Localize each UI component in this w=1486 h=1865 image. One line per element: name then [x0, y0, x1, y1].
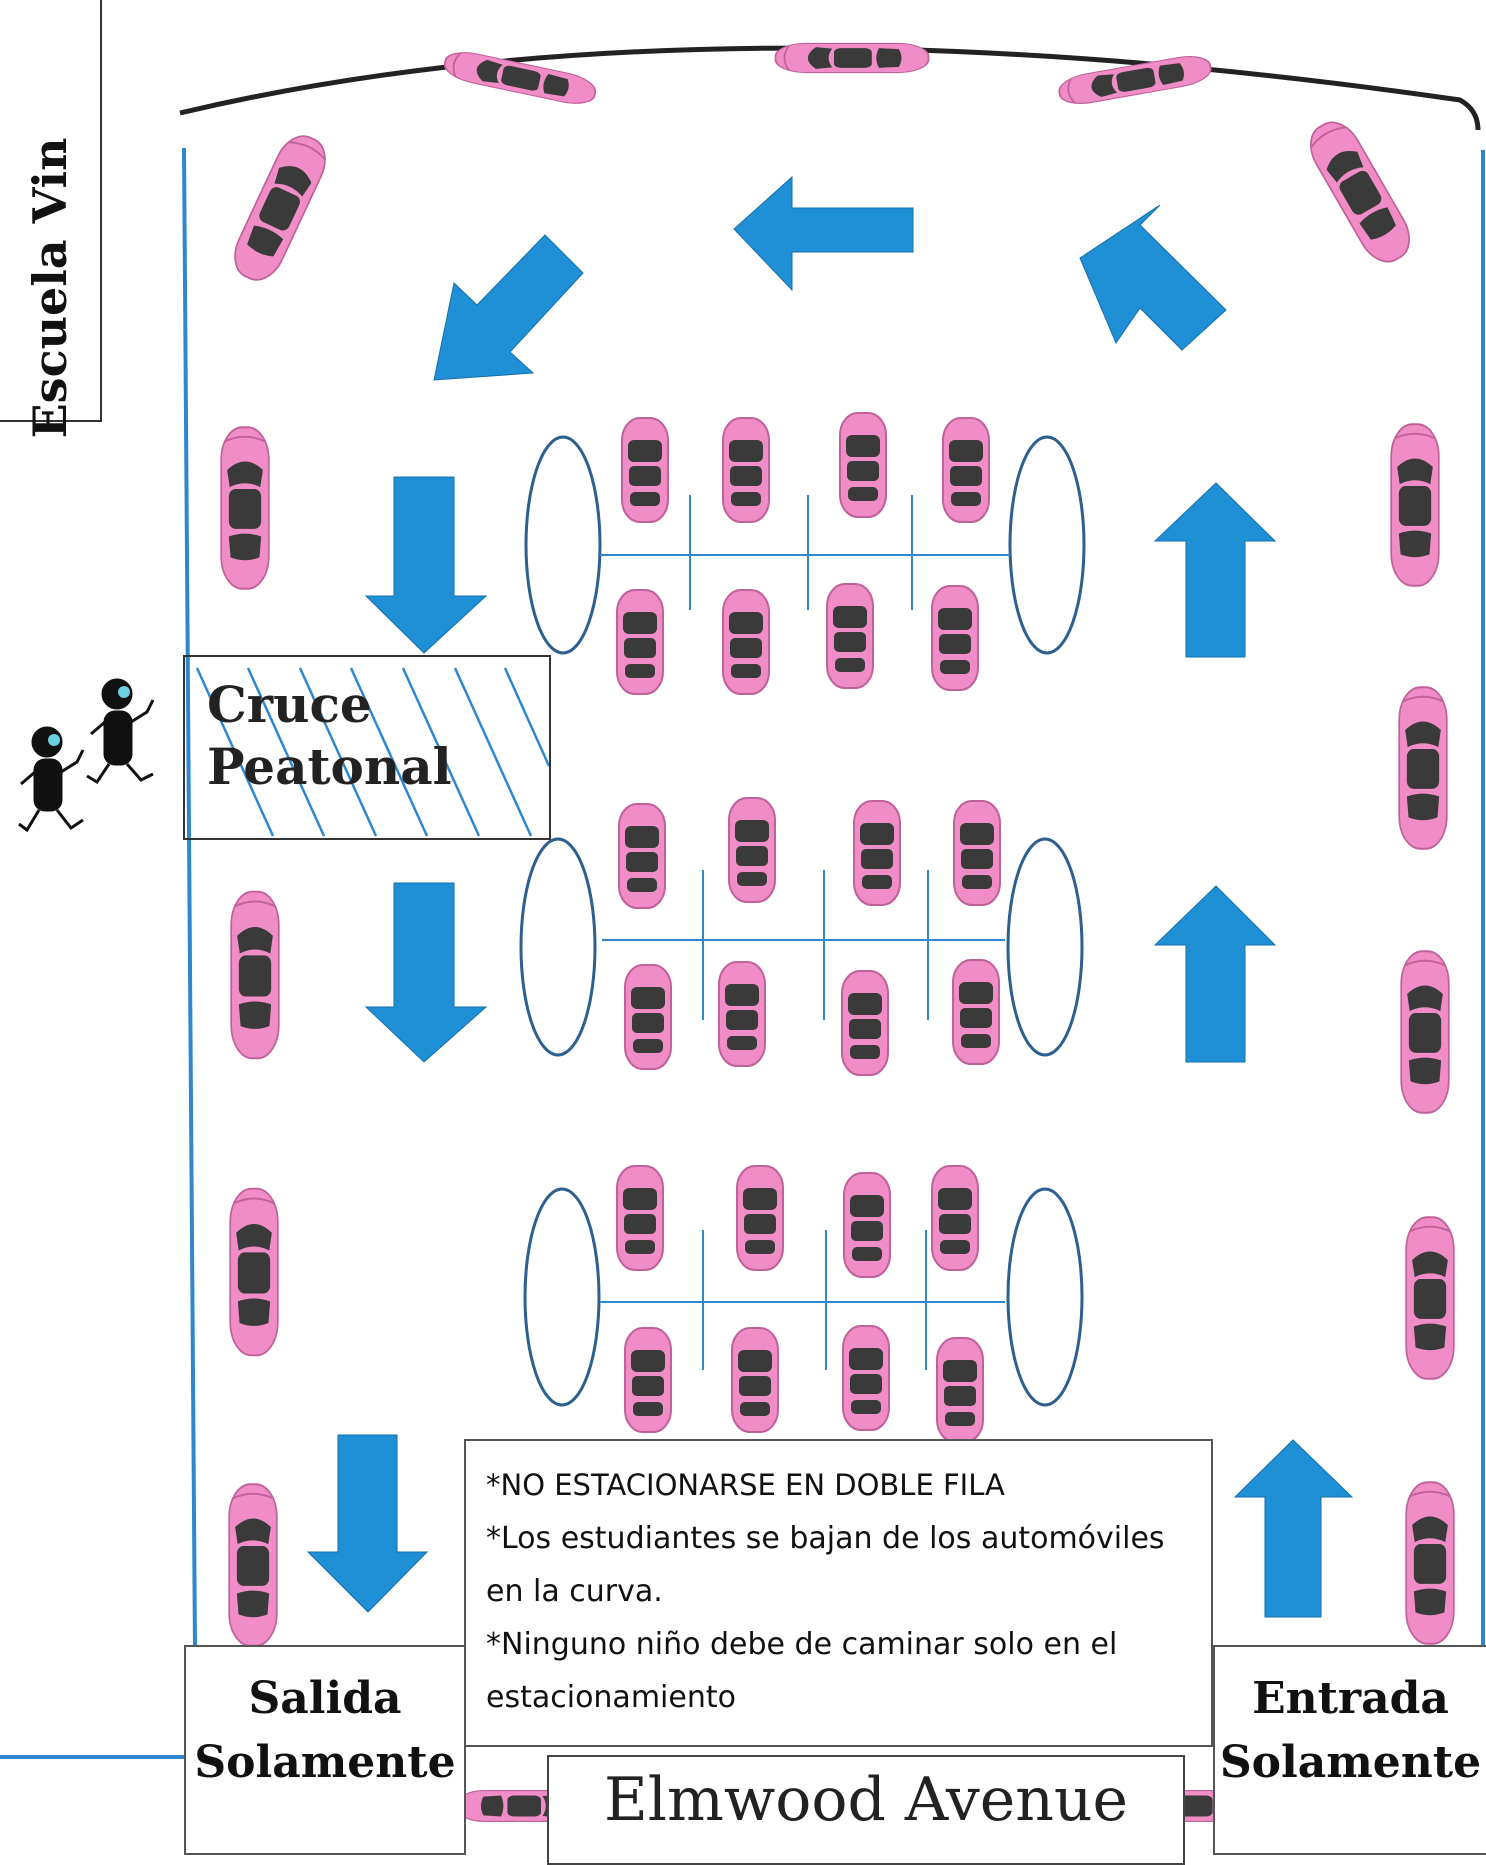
rule-drop-off-line2: en la curva. [486, 1574, 663, 1609]
crosswalk-sign: Cruce Peatonal [183, 655, 551, 840]
car-top-2 [774, 42, 930, 74]
street-name: Elmwood Avenue [603, 1765, 1129, 1835]
arrow-up-2 [1153, 885, 1277, 1063]
car-right-1 [1390, 423, 1440, 587]
arrow-diagonal-up-left [1079, 204, 1227, 351]
rule-no-walking-alone-line2: estacionamiento [486, 1680, 736, 1715]
entrance-label-line2: Solamente [1219, 1737, 1482, 1788]
street-sign: Elmwood Avenue [547, 1755, 1185, 1865]
car-right-3 [1400, 950, 1450, 1114]
arrow-down-1 [364, 476, 488, 654]
rule-no-walking-alone-line1: *Ninguno niño debe de caminar solo en el [486, 1627, 1118, 1662]
rules-notice: *NO ESTACIONARSE EN DOBLE FILA *Los estu… [464, 1439, 1213, 1747]
school-label: Escuela Vin [23, 137, 77, 439]
car-left-4 [228, 1483, 278, 1647]
car-left-2 [230, 890, 280, 1060]
car-right-2 [1398, 686, 1448, 850]
entrance-label-line1: Entrada [1252, 1673, 1449, 1724]
arrow-down-3 [306, 1434, 429, 1613]
parking-island-1 [524, 412, 1086, 695]
car-right-4 [1405, 1216, 1455, 1380]
parking-island-3 [523, 1165, 1084, 1443]
car-left-1 [220, 426, 270, 590]
curb-curve [179, 45, 1481, 131]
walking-child-icon [18, 726, 85, 833]
car-top-right [1300, 112, 1420, 272]
car-top-left [225, 127, 335, 289]
crosswalk-stripes [195, 667, 551, 837]
rule-no-double-parking: *NO ESTACIONARSE EN DOBLE FILA [486, 1468, 1005, 1502]
parking-island-2 [519, 797, 1084, 1076]
crosswalk-label-line1: Cruce [207, 675, 372, 734]
arrow-down-2 [364, 882, 488, 1063]
school-building: Escuela Vin [0, 0, 102, 438]
lot-left-border [182, 147, 197, 1651]
arrow-up-1 [1153, 482, 1277, 658]
arrow-top-left [733, 175, 914, 292]
arrow-up-3 [1233, 1439, 1354, 1618]
crosswalk-label-line2: Peatonal [207, 737, 452, 796]
car-left-3 [229, 1187, 279, 1357]
exit-label-line2: Solamente [194, 1737, 456, 1788]
arrow-diagonal-down-left [433, 234, 584, 381]
exit-only-sign: Salida Solamente [184, 1645, 466, 1855]
rule-drop-off-line1: *Los estudiantes se bajan de los automóv… [486, 1521, 1165, 1556]
walking-child-icon-2 [86, 678, 155, 785]
car-right-5 [1405, 1481, 1455, 1645]
entrance-only-sign: Entrada Solamente [1213, 1645, 1486, 1855]
exit-label-line1: Salida [248, 1673, 402, 1724]
